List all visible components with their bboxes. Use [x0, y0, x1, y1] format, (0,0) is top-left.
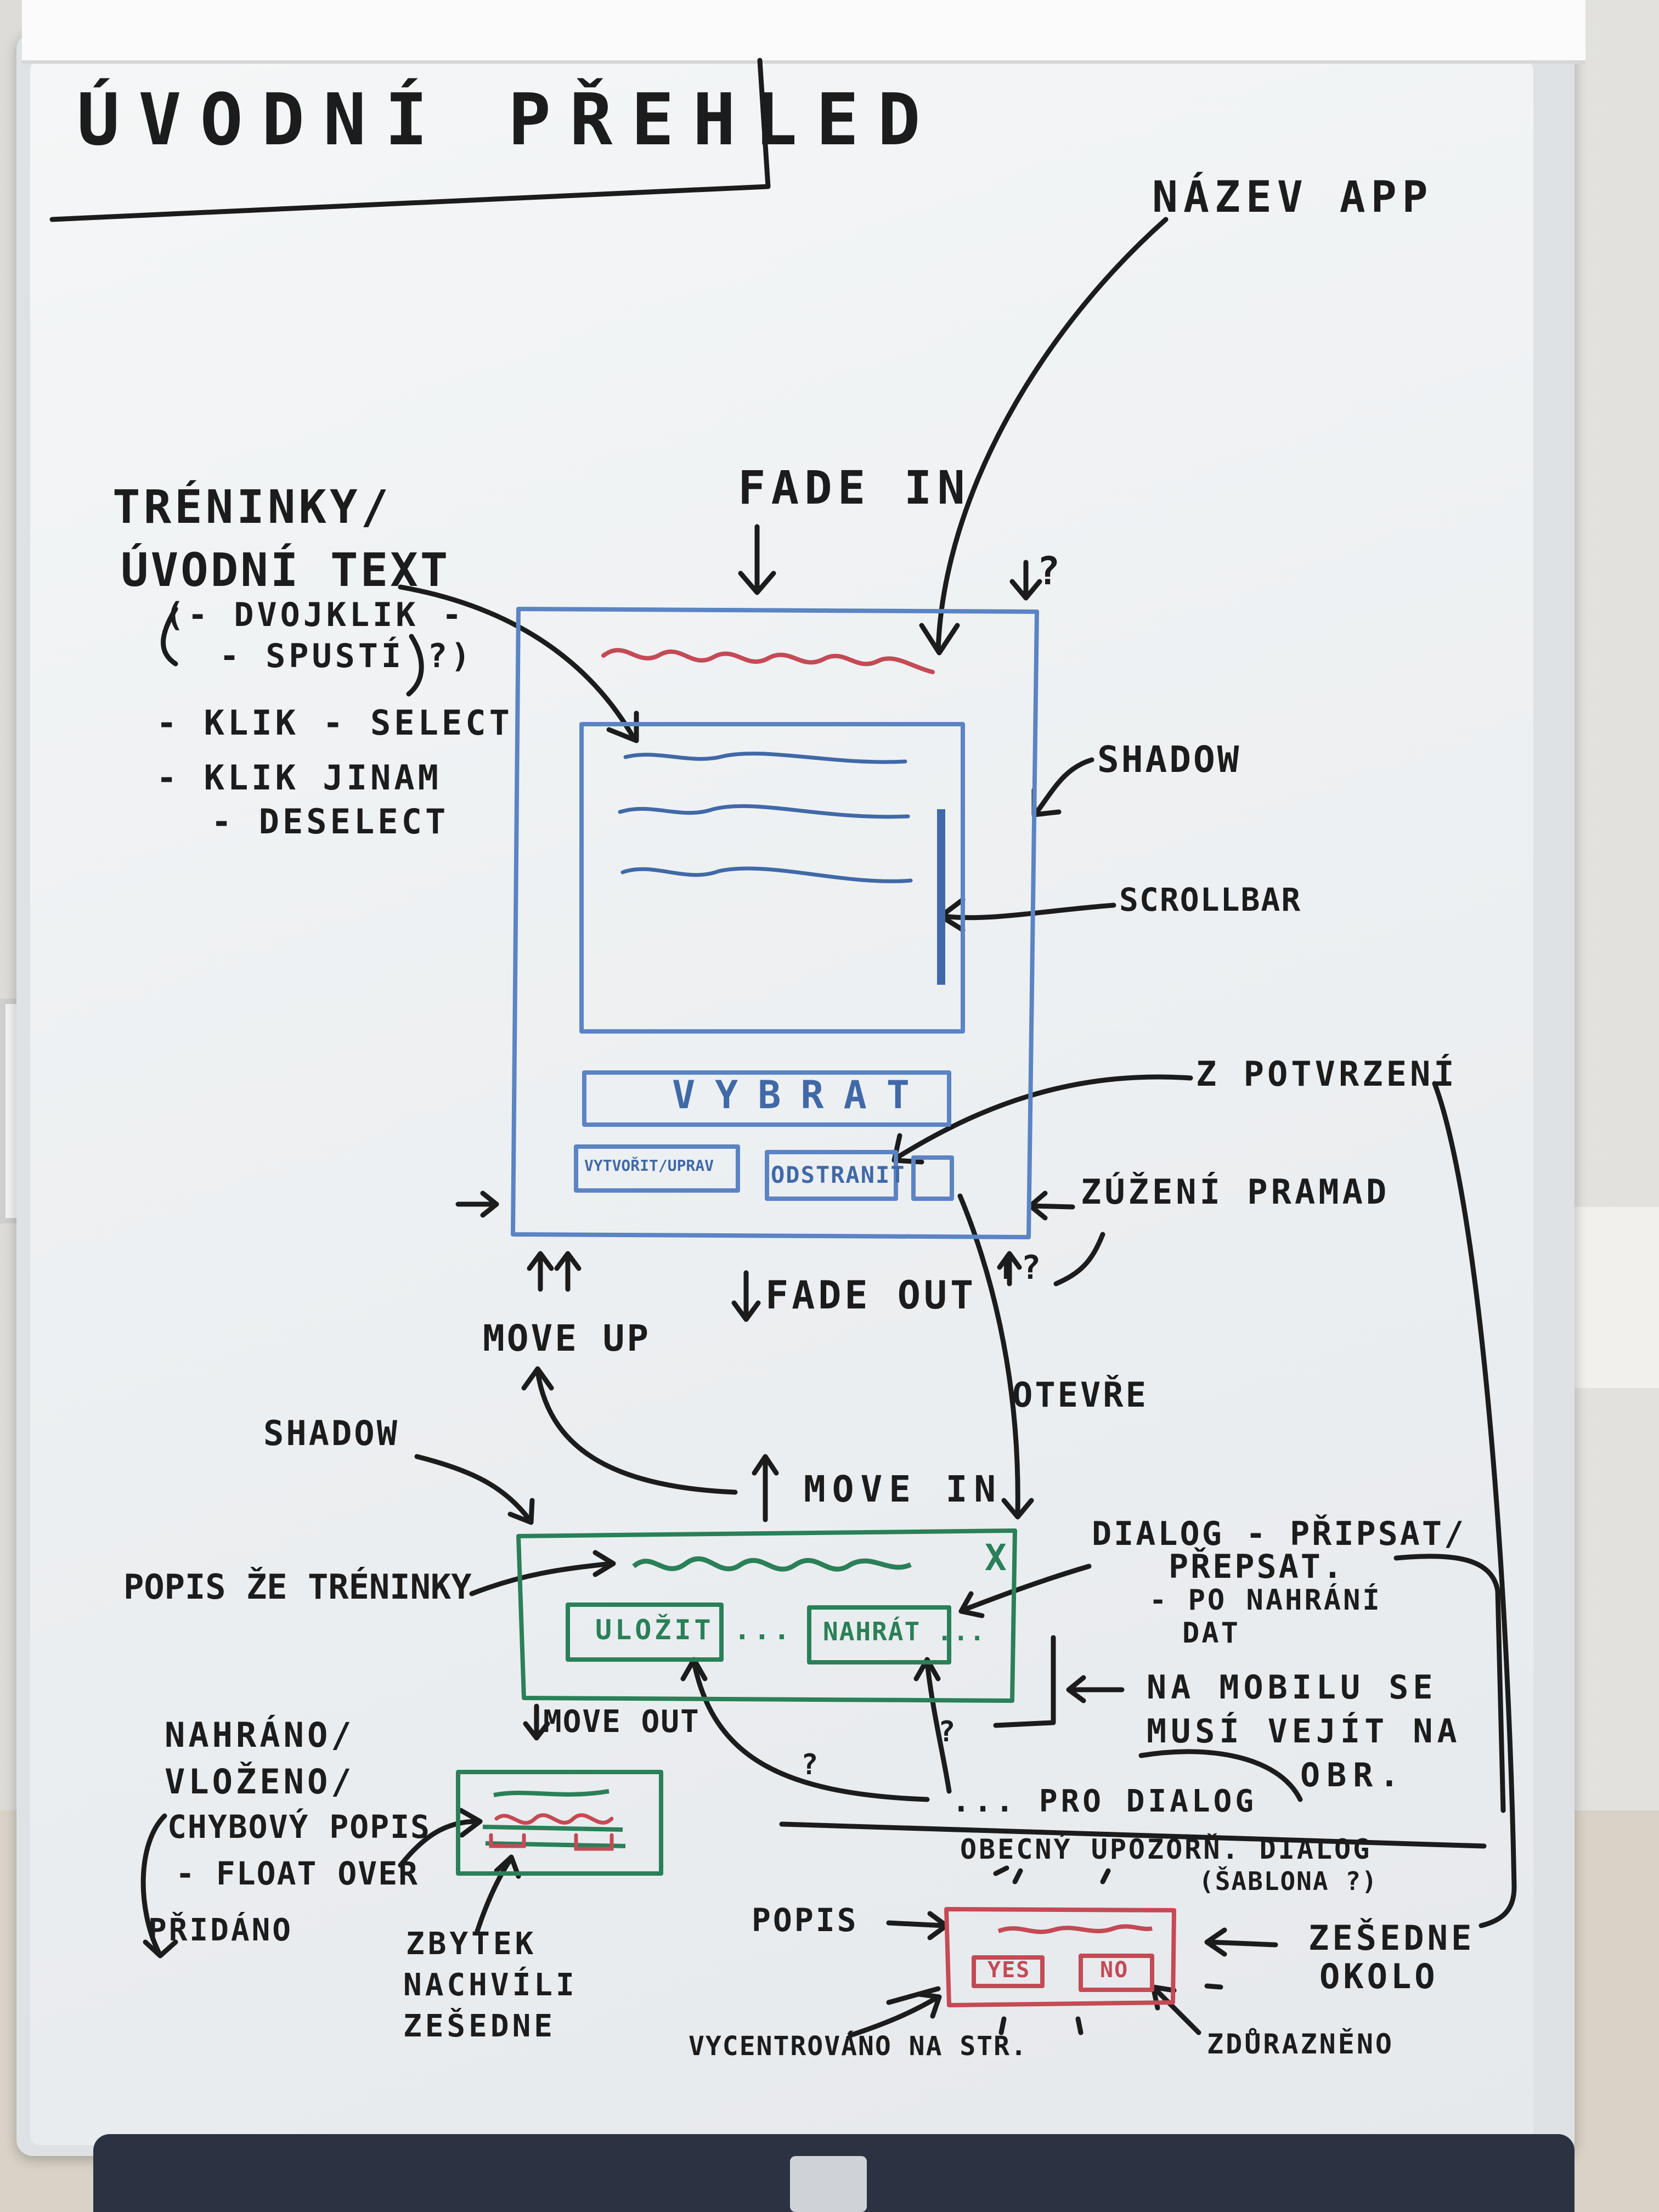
label-fade-in: FADE IN [738, 461, 971, 515]
label-dialog-1: DIALOG - PŘIPSAT/ [1092, 1515, 1466, 1553]
flipchart-paper-edge [22, 0, 1585, 64]
label-click-elsewhere-2: - DESELECT [211, 802, 449, 842]
label-question-top: ? [1037, 549, 1066, 594]
label-highlighted: ZDŮRAZNĚNO [1207, 2028, 1395, 2060]
label-rest-3: ZEŠEDNE [403, 2008, 556, 2044]
label-confirmation: Z POTVRZENÍ [1196, 1054, 1458, 1094]
label-move-in: MOVE IN [804, 1468, 1003, 1510]
label-uploaded-4: - FLOAT OVER [176, 1855, 419, 1892]
label-shadow-bottom: SHADOW [263, 1413, 399, 1453]
label-click-select: - KLIK - SELECT [156, 703, 513, 743]
label-general-dialog-1: OBECNÝ UPOZORŇ. DIALOG [960, 1833, 1372, 1865]
label-rest-1: ZBYTEK [406, 1926, 537, 1962]
label-general-dialog-2: (ŠABLONA ?) [1199, 1866, 1378, 1896]
upload-button-mock: NAHRÁT ... [823, 1617, 986, 1646]
label-dialog-4: DAT [1182, 1617, 1240, 1650]
shelf [1558, 1207, 1659, 1388]
label-fade-out: FADE OUT [765, 1273, 977, 1318]
label-uploaded-2: VLOŽENO/ [165, 1762, 355, 1802]
label-uploaded-1: NAHRÁNO/ [165, 1715, 355, 1755]
label-trainings-2: ÚVODNÍ TEXT [121, 543, 450, 597]
label-trainings-1: TRÉNINKY/ [112, 480, 392, 534]
select-button-mock: VYBRAT [672, 1073, 929, 1118]
label-dblclick-2: - SPUSTÍ ?) [219, 637, 474, 675]
label-description-trainings: POPIS ŽE TRÉNINKY [123, 1567, 472, 1607]
label-greyed-1: ZEŠEDNE [1308, 1918, 1475, 1958]
yes-button-mock: YES [988, 1957, 1031, 1983]
scrollbar-thumb [937, 809, 945, 985]
label-opens: OTEVŘE [1012, 1375, 1148, 1415]
label-mobile-1: NA MOBILU SE [1147, 1668, 1437, 1707]
label-dblclick-1: (- DVOJKLIK - [165, 596, 465, 634]
label-click-elsewhere-1: - KLIK JINAM [156, 758, 442, 798]
stand-clip [790, 2156, 867, 2212]
label-uploaded-3: CHYBOVÝ POPIS [167, 1808, 431, 1846]
label-greyed-2: OKOLO [1319, 1956, 1438, 1996]
no-button-mock: NO [1100, 1957, 1129, 1983]
label-for-dialog: ... PRO DIALOG [952, 1784, 1257, 1819]
label-scrollbar: SCROLLBAR [1119, 881, 1302, 918]
label-question-low-2: ? [801, 1748, 824, 1781]
label-app-name: NÁZEV APP [1152, 173, 1434, 222]
delete-button-mock: ODSTRANIT [771, 1161, 906, 1188]
label-shadow-top: SHADOW [1097, 738, 1242, 781]
label-rest-2: NACHVÍLI [403, 1967, 578, 2003]
close-icon-mock: X [985, 1537, 1007, 1579]
label-added: PŘIDÁNO [148, 1912, 294, 1948]
save-button-mock: ULOŽIT ... [595, 1614, 794, 1646]
whiteboard-surface [30, 60, 1533, 2145]
label-question-mid: ↑? [996, 1249, 1047, 1287]
label-mobile-3: OBR. [1300, 1756, 1406, 1795]
label-mobile-2: MUSÍ VEJÍT NA [1147, 1712, 1462, 1751]
label-move-up: MOVE UP [483, 1317, 651, 1359]
label-popis: POPIS [752, 1901, 859, 1939]
label-dialog-2: PŘEPSAT. [1169, 1548, 1345, 1586]
label-narrowing: ZÚŽENÍ PRAMAD [1081, 1172, 1390, 1212]
label-dialog-3: - PO NAHRÁNÍ [1149, 1584, 1382, 1617]
create-button-mock: VYTVOŘIT/UPRAV [584, 1156, 714, 1175]
label-move-out: MOVE OUT [543, 1704, 700, 1740]
label-question-low-1: ? [938, 1716, 961, 1748]
label-centered: VYCENTROVÁNO NA STR. [689, 2031, 1028, 2062]
page-title: ÚVODNÍ PŘEHLED [77, 78, 939, 161]
